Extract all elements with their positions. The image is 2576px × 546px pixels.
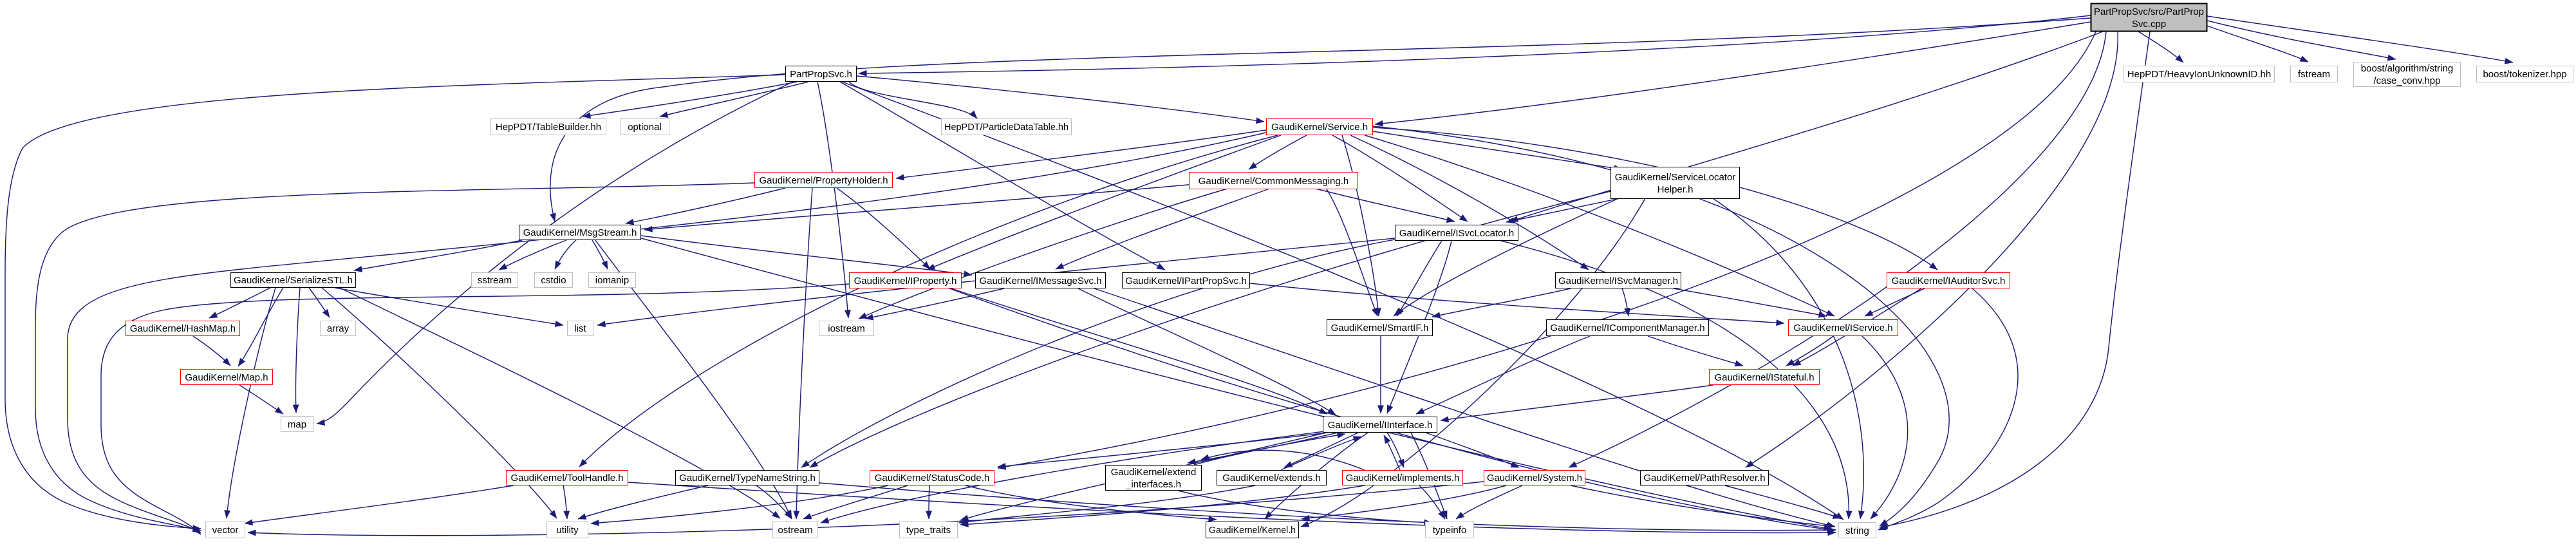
svg-text:GaudiKernel/PathResolver.h: GaudiKernel/PathResolver.h — [1643, 473, 1765, 484]
svg-text:GaudiKernel/SmartIF.h: GaudiKernel/SmartIF.h — [1331, 323, 1429, 334]
svg-text:_interfaces.h: _interfaces.h — [1125, 479, 1181, 490]
svg-text:GaudiKernel/Service.h: GaudiKernel/Service.h — [1271, 122, 1368, 133]
svg-text:boost/tokenizer.hpp: boost/tokenizer.hpp — [2483, 69, 2566, 80]
svg-text:GaudiKernel/extends.h: GaudiKernel/extends.h — [1222, 473, 1321, 484]
svg-text:GaudiKernel/ToolHandle.h: GaudiKernel/ToolHandle.h — [510, 473, 623, 484]
svg-text:GaudiKernel/ISvcLocator.h: GaudiKernel/ISvcLocator.h — [1399, 228, 1514, 239]
svg-text:list: list — [574, 323, 586, 334]
svg-text:GaudiKernel/Map.h: GaudiKernel/Map.h — [185, 372, 268, 383]
svg-text:GaudiKernel/IAuditorSvc.h: GaudiKernel/IAuditorSvc.h — [1892, 276, 2006, 287]
svg-text:HepPDT/ParticleDataTable.hh: HepPDT/ParticleDataTable.hh — [944, 122, 1069, 133]
svg-text:GaudiKernel/IComponentManager.: GaudiKernel/IComponentManager.h — [1550, 323, 1704, 334]
svg-text:cstdio: cstdio — [541, 275, 566, 286]
svg-text:/case_conv.hpp: /case_conv.hpp — [2374, 75, 2441, 86]
svg-text:string: string — [1845, 525, 1869, 536]
svg-text:GaudiKernel/ISvcManager.h: GaudiKernel/ISvcManager.h — [1558, 276, 1678, 287]
svg-text:GaudiKernel/extend: GaudiKernel/extend — [1111, 467, 1197, 478]
svg-text:iostream: iostream — [828, 323, 865, 334]
svg-text:HepPDT/TableBuilder.hh: HepPDT/TableBuilder.hh — [496, 122, 601, 133]
svg-text:GaudiKernel/HashMap.h: GaudiKernel/HashMap.h — [130, 323, 236, 334]
svg-text:vector: vector — [212, 525, 239, 536]
svg-text:GaudiKernel/IMessageSvc.h: GaudiKernel/IMessageSvc.h — [979, 276, 1101, 287]
svg-text:type_traits: type_traits — [906, 525, 951, 536]
svg-text:array: array — [327, 323, 350, 334]
svg-text:Svc.cpp: Svc.cpp — [2132, 19, 2166, 30]
svg-text:GaudiKernel/PropertyHolder.h: GaudiKernel/PropertyHolder.h — [759, 175, 888, 186]
svg-text:GaudiKernel/ServiceLocator: GaudiKernel/ServiceLocator — [1615, 172, 1736, 183]
svg-text:optional: optional — [628, 122, 662, 133]
svg-text:typeinfo: typeinfo — [1433, 525, 1467, 536]
svg-text:HepPDT/HeavyIonUnknownID.hh: HepPDT/HeavyIonUnknownID.hh — [2127, 69, 2271, 80]
svg-text:PartPropSvc.h: PartPropSvc.h — [790, 69, 852, 80]
svg-text:GaudiKernel/Kernel.h: GaudiKernel/Kernel.h — [1209, 525, 1296, 536]
svg-text:GaudiKernel/CommonMessaging.h: GaudiKernel/CommonMessaging.h — [1199, 176, 1349, 187]
svg-text:GaudiKernel/System.h: GaudiKernel/System.h — [1487, 473, 1582, 484]
svg-text:sstream: sstream — [478, 275, 512, 286]
svg-text:map: map — [288, 419, 306, 430]
svg-text:PartPropSvc/src/PartProp: PartPropSvc/src/PartProp — [2094, 6, 2204, 17]
svg-text:ostream: ostream — [778, 525, 812, 536]
svg-text:GaudiKernel/IPartPropSvc.h: GaudiKernel/IPartPropSvc.h — [1125, 276, 1246, 287]
svg-text:GaudiKernel/IService.h: GaudiKernel/IService.h — [1793, 323, 1892, 334]
svg-text:GaudiKernel/StatusCode.h: GaudiKernel/StatusCode.h — [875, 473, 989, 484]
svg-text:GaudiKernel/IStateful.h: GaudiKernel/IStateful.h — [1714, 372, 1814, 383]
svg-text:iomanip: iomanip — [595, 275, 630, 286]
svg-text:boost/algorithm/string: boost/algorithm/string — [2361, 63, 2453, 74]
svg-text:Helper.h: Helper.h — [1657, 184, 1694, 195]
svg-text:GaudiKernel/TypeNameString.h: GaudiKernel/TypeNameString.h — [679, 473, 816, 484]
svg-text:utility: utility — [556, 525, 579, 536]
svg-text:GaudiKernel/MsgStream.h: GaudiKernel/MsgStream.h — [523, 227, 637, 238]
svg-text:GaudiKernel/implements.h: GaudiKernel/implements.h — [1346, 473, 1460, 484]
svg-text:GaudiKernel/IProperty.h: GaudiKernel/IProperty.h — [854, 276, 957, 287]
svg-text:GaudiKernel/SerializeSTL.h: GaudiKernel/SerializeSTL.h — [234, 275, 353, 286]
svg-text:fstream: fstream — [2298, 69, 2330, 80]
svg-text:GaudiKernel/IInterface.h: GaudiKernel/IInterface.h — [1328, 420, 1433, 431]
